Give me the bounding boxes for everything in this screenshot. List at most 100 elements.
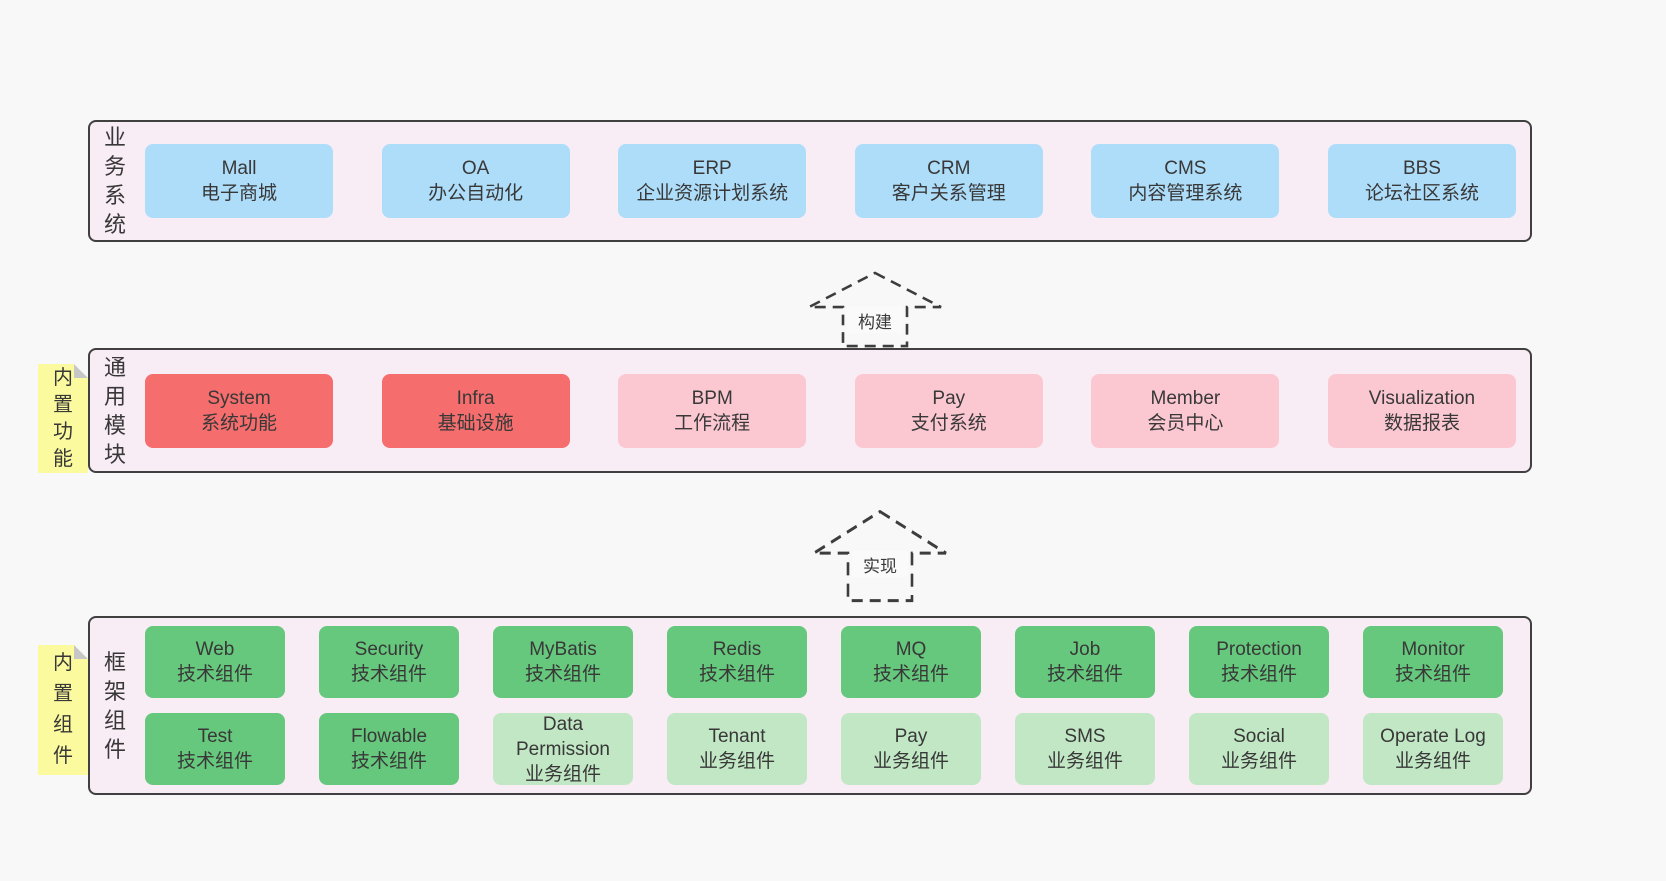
biz-components-row: Test 技术组件 Flowable 技术组件 Data Permission …	[145, 713, 1503, 785]
biz-box-erp: ERP 企业资源计划系统	[618, 144, 807, 218]
comp-box-tenant: Tenant 业务组件	[667, 713, 807, 785]
box-title: Pay	[894, 726, 928, 747]
box-title: MQ	[895, 639, 927, 660]
box-subtitle: 技术组件	[1394, 664, 1471, 685]
box-subtitle: 业务组件	[524, 763, 601, 785]
box-subtitle: 电子商城	[200, 183, 277, 204]
comp-box-monitor: Monitor 技术组件	[1363, 626, 1503, 698]
box-subtitle: 技术组件	[1220, 664, 1297, 685]
module-box-member: Member 会员中心	[1091, 373, 1280, 448]
box-title: Web	[195, 639, 235, 660]
box-subtitle: 支付系统	[910, 412, 987, 434]
box-title: BBS	[1402, 158, 1441, 179]
comp-box-test: Test 技术组件	[145, 713, 285, 785]
sticky-note-builtin-features: 内置功能	[38, 364, 88, 473]
box-subtitle: 技术组件	[176, 664, 253, 685]
comp-box-mq: MQ 技术组件	[841, 626, 981, 698]
comp-box-flowable: Flowable 技术组件	[319, 713, 459, 785]
module-box-visualization: Visualization 数据报表	[1327, 373, 1516, 448]
box-title: MyBatis	[529, 639, 597, 660]
comp-box-sms: SMS 业务组件	[1015, 713, 1155, 785]
build-arrow-label: 构建	[847, 307, 903, 333]
band-label-framework-components: 框架组件	[98, 618, 132, 793]
band-framework-components: 框架组件 Web 技术组件 Security 技术组件 MyBatis 技术组件…	[88, 616, 1532, 795]
box-title: Flowable	[350, 726, 428, 747]
box-subtitle: 技术组件	[176, 751, 253, 772]
box-title: SMS	[1064, 726, 1106, 747]
box-title: Operate Log	[1380, 726, 1486, 747]
box-title: BPM	[691, 387, 733, 409]
box-title: CRM	[927, 158, 971, 179]
comp-box-security: Security 技术组件	[319, 626, 459, 698]
box-subtitle: 工作流程	[674, 412, 751, 434]
box-subtitle: 系统功能	[200, 412, 277, 434]
sticky-note-text: 内置功能	[53, 366, 73, 470]
box-title: System	[207, 387, 271, 409]
box-subtitle: 业务组件	[872, 751, 949, 772]
box-title: Data Permission	[516, 713, 610, 760]
build-arrow-up-icon	[808, 271, 942, 348]
box-title: OA	[461, 158, 490, 179]
biz-box-oa: OA 办公自动化	[381, 144, 570, 218]
comp-box-web: Web 技术组件	[145, 626, 285, 698]
box-subtitle: 论坛社区系统	[1364, 183, 1479, 204]
box-subtitle: 数据报表	[1383, 412, 1460, 434]
box-title: Security	[354, 639, 424, 660]
box-subtitle: 业务组件	[1046, 751, 1123, 772]
box-subtitle: 技术组件	[350, 751, 427, 772]
box-title: Social	[1233, 726, 1285, 747]
biz-box-crm: CRM 客户关系管理	[854, 144, 1043, 218]
box-title: CMS	[1164, 158, 1207, 179]
box-subtitle: 业务组件	[1220, 751, 1297, 772]
implement-arrow-up-icon	[813, 509, 947, 603]
box-title: Job	[1069, 639, 1101, 660]
biz-box-cms: CMS 内容管理系统	[1091, 144, 1280, 218]
box-subtitle: 内容管理系统	[1128, 183, 1243, 204]
comp-box-redis: Redis 技术组件	[667, 626, 807, 698]
box-subtitle: 业务组件	[698, 751, 775, 772]
band-label-text: 框架组件	[103, 649, 126, 762]
comp-box-pay: Pay 业务组件	[841, 713, 981, 785]
comp-box-protection: Protection 技术组件	[1189, 626, 1329, 698]
box-title: Tenant	[708, 726, 766, 747]
business-systems-boxes: Mall 电子商城 OA 办公自动化 ERP 企业资源计划系统 CRM 客户关系…	[145, 122, 1516, 240]
box-title: Redis	[712, 639, 762, 660]
box-subtitle: 企业资源计划系统	[636, 183, 789, 204]
band-business-systems: 业务系统 Mall 电子商城 OA 办公自动化 ERP 企业资源计划系统 CRM…	[88, 120, 1532, 242]
box-title: Protection	[1216, 639, 1302, 660]
box-subtitle: 业务组件	[1394, 751, 1471, 772]
biz-box-mall: Mall 电子商城	[145, 144, 333, 218]
module-box-bpm: BPM 工作流程	[618, 373, 807, 448]
band-label-common-modules: 通用模块	[98, 350, 132, 471]
biz-box-bbs: BBS 论坛社区系统	[1327, 144, 1516, 218]
box-subtitle: 技术组件	[1046, 664, 1123, 685]
box-title: Test	[197, 726, 233, 747]
box-subtitle: 技术组件	[524, 664, 601, 685]
box-subtitle: 技术组件	[698, 664, 775, 685]
sticky-note-builtin-components: 内置组件	[38, 645, 88, 775]
box-title: Visualization	[1368, 387, 1476, 409]
box-title: Member	[1150, 387, 1221, 409]
module-box-pay: Pay 支付系统	[854, 373, 1043, 448]
module-box-infra: Infra 基础设施	[381, 373, 570, 448]
comp-box-mybatis: MyBatis 技术组件	[493, 626, 633, 698]
implement-arrow-label: 实现	[852, 551, 908, 577]
box-title: Mall	[221, 158, 257, 179]
module-box-system: System 系统功能	[145, 373, 333, 448]
sticky-note-text: 内置组件	[53, 652, 73, 767]
comp-box-social: Social 业务组件	[1189, 713, 1329, 785]
box-title: Monitor	[1401, 639, 1465, 660]
comp-box-data-permission: Data Permission 业务组件	[493, 713, 633, 785]
tech-components-row: Web 技术组件 Security 技术组件 MyBatis 技术组件 Redi…	[145, 626, 1503, 698]
box-subtitle: 会员中心	[1147, 412, 1224, 434]
band-common-modules: 通用模块 System 系统功能 Infra 基础设施 BPM 工作流程 Pay…	[88, 348, 1532, 473]
band-label-business-systems: 业务系统	[98, 122, 132, 240]
box-subtitle: 基础设施	[437, 412, 514, 434]
band-label-text: 业务系统	[103, 125, 126, 237]
box-subtitle: 技术组件	[350, 664, 427, 685]
box-subtitle: 办公自动化	[428, 183, 524, 204]
box-title: Pay	[932, 387, 966, 409]
comp-box-operate-log: Operate Log 业务组件	[1363, 713, 1503, 785]
box-subtitle: 客户关系管理	[891, 183, 1006, 204]
